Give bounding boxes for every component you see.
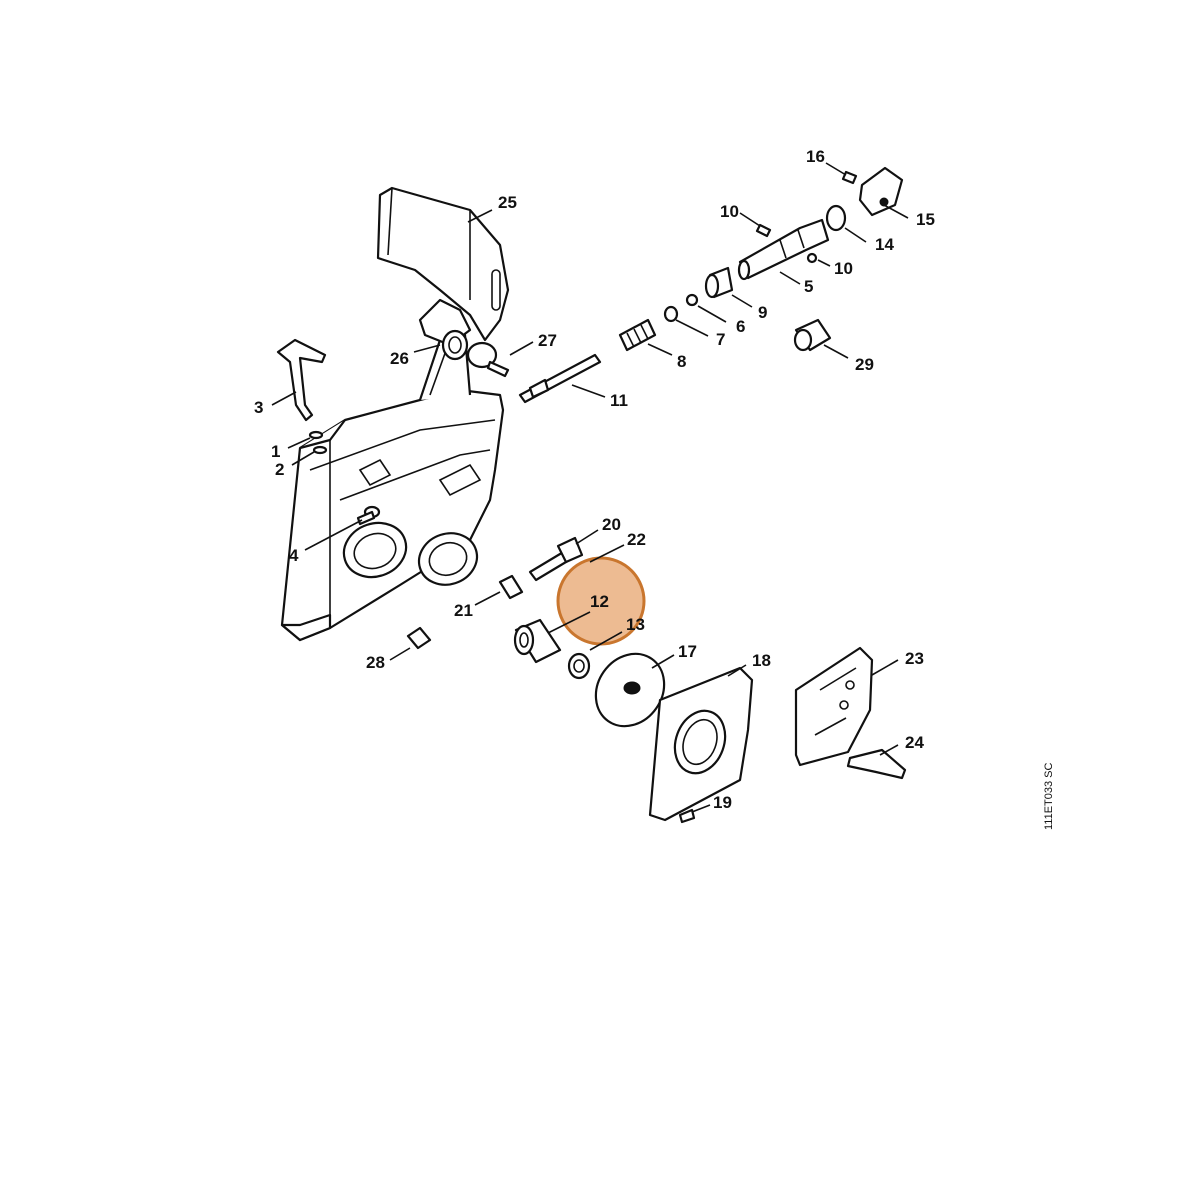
callout-7[interactable]: 7 [716, 330, 725, 349]
part-1-ring [308, 430, 324, 440]
callout-11[interactable]: 11 [610, 391, 628, 410]
callout-10-upper[interactable]: 10 [720, 202, 739, 221]
part-16-screw [841, 170, 858, 185]
part-25-hand-guard [376, 186, 510, 347]
callout-4[interactable]: 4 [289, 546, 299, 565]
callout-18[interactable]: 18 [752, 651, 771, 670]
callout-1[interactable]: 1 [271, 442, 280, 461]
callout-29[interactable]: 29 [855, 355, 874, 374]
part-18-plate [648, 666, 754, 822]
part-2-ring [312, 445, 328, 455]
callout-labels: 16 15 10 14 10 5 9 6 7 8 29 11 25 27 26 … [254, 147, 935, 812]
callout-5[interactable]: 5 [804, 277, 813, 296]
callout-8[interactable]: 8 [677, 352, 686, 371]
callout-2[interactable]: 2 [275, 460, 284, 479]
part-9-bushing [704, 266, 734, 299]
callout-28[interactable]: 28 [366, 653, 385, 672]
part-10-screw-a [755, 223, 772, 238]
callout-9[interactable]: 9 [758, 303, 767, 322]
callout-17[interactable]: 17 [678, 642, 697, 661]
part-12-pinion [513, 618, 562, 664]
part-26-spring [441, 329, 469, 361]
part-7-washer [663, 305, 679, 323]
part-21-screw [498, 574, 524, 600]
callout-25[interactable]: 25 [498, 193, 517, 212]
callout-3[interactable]: 3 [254, 398, 263, 417]
part-23-plate [794, 646, 874, 767]
leader-lines [271, 162, 909, 813]
callout-23[interactable]: 23 [905, 649, 924, 668]
part-28-plug [406, 626, 432, 650]
part-13-washer [567, 652, 591, 680]
callout-27[interactable]: 27 [538, 331, 557, 350]
callout-13[interactable]: 13 [626, 615, 645, 634]
part-15-knob [858, 166, 904, 217]
part-6-ring [685, 293, 699, 307]
callout-10-lower[interactable]: 10 [834, 259, 853, 278]
part-5-shaft [737, 218, 830, 281]
part-3-lever [276, 338, 327, 422]
part-14-circlip [825, 204, 847, 232]
part-17-disc [594, 652, 666, 728]
callout-15[interactable]: 15 [916, 210, 935, 229]
callout-12-highlighted[interactable]: 12 [590, 592, 609, 611]
callout-22[interactable]: 22 [627, 530, 646, 549]
part-27-bolt [466, 341, 510, 378]
callout-14[interactable]: 14 [875, 235, 894, 254]
part-29-sleeve [793, 318, 832, 352]
crankcase-housing [280, 333, 505, 642]
part-24-stud [846, 748, 907, 780]
callout-20[interactable]: 20 [602, 515, 621, 534]
callout-6[interactable]: 6 [736, 317, 745, 336]
part-10-screw-b [806, 252, 818, 264]
part-19-screw [678, 808, 696, 824]
callout-19[interactable]: 19 [713, 793, 732, 812]
part-11-shaft [518, 353, 602, 404]
part-8-spring [618, 318, 657, 352]
callout-16[interactable]: 16 [806, 147, 825, 166]
drawing-code: 111ET033 SC [1043, 762, 1055, 830]
callout-26[interactable]: 26 [390, 349, 409, 368]
callout-24[interactable]: 24 [905, 733, 924, 752]
callout-21[interactable]: 21 [454, 601, 473, 620]
